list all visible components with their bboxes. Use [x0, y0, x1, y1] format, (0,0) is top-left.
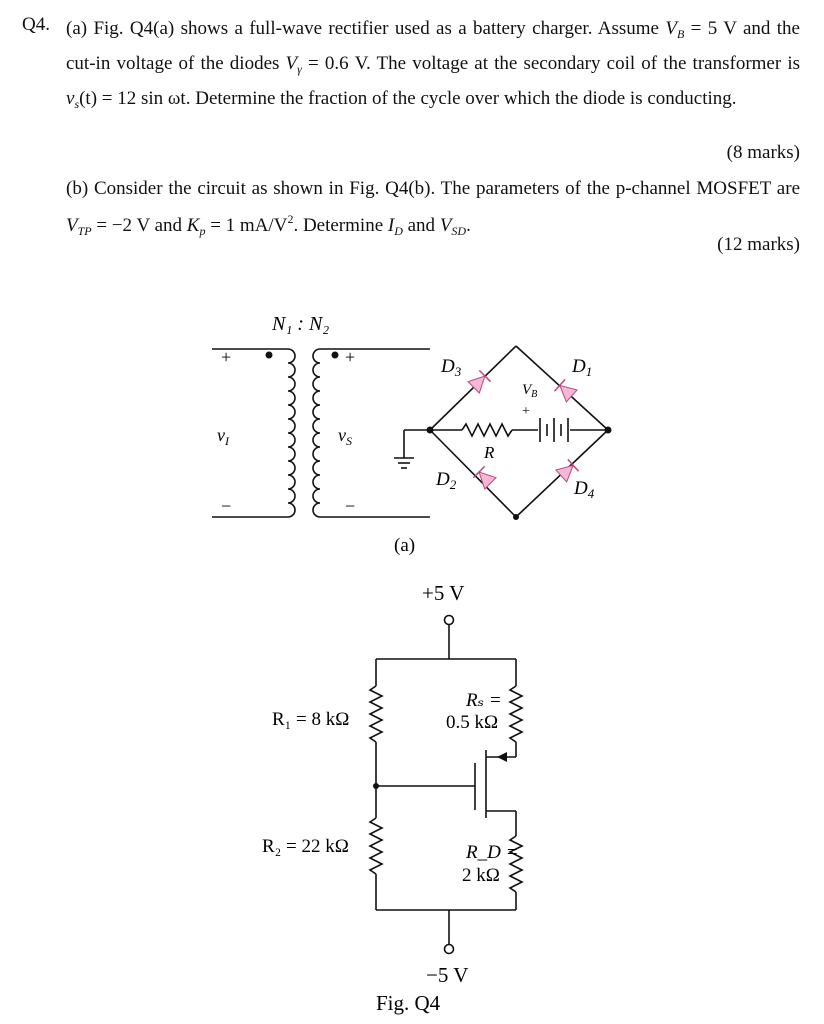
node-left [426, 426, 434, 434]
primary-coil [212, 348, 296, 518]
secondary-dot [331, 351, 339, 359]
vtp-value: = −2 V and [91, 215, 187, 236]
r2-label: R₂ = 22 kΩ [262, 836, 349, 857]
part-b-text-2: . Determine [293, 215, 388, 236]
secondary-minus: − [345, 496, 355, 516]
primary-dot [265, 351, 273, 359]
part-a-text-2: . Determine the fraction of the cycle ov… [185, 88, 737, 109]
resistor-r1 [368, 685, 384, 743]
node-right [604, 426, 612, 434]
vplus-label: +5 V [422, 581, 464, 605]
transformer [212, 348, 430, 518]
vs-value: (t) = 12 sin ωt [79, 88, 186, 109]
part-b-label: (b) [66, 178, 89, 199]
turns-ratio-label: N₁ : N₂ [271, 313, 329, 335]
d2-label: D2 [435, 469, 457, 492]
part-a-label: (a) [66, 18, 88, 39]
resistor-r2 [368, 817, 384, 875]
part-b-end: . [466, 215, 471, 236]
d1-label: D1 [571, 356, 592, 379]
and-word: and [402, 215, 440, 236]
kp-sub: p [199, 224, 206, 238]
rd-label-2: 2 kΩ [462, 865, 500, 886]
d4-label: D4 [573, 478, 595, 501]
vgamma-sub: γ [297, 62, 302, 76]
part-b-text: (b) Consider the circuit as shown in Fig… [66, 174, 800, 246]
question-number: Q4. [22, 14, 50, 35]
resistor-r [461, 422, 513, 438]
part-a-text-1: Fig. Q4(a) shows a full-wave rectifier u… [93, 18, 666, 39]
node-bottom [513, 514, 519, 520]
vs-label: vS [338, 425, 352, 448]
battery-vb [539, 418, 569, 442]
gate-node [373, 783, 379, 789]
kp-value: = 1 mA/V [205, 215, 288, 236]
source-arrow [497, 752, 507, 762]
kp-symbol: K [186, 215, 200, 236]
bridge-wires [394, 345, 609, 518]
vgamma-symbol: V [285, 53, 298, 74]
part-b-text-1: Consider the circuit as shown in Fig. Q4… [93, 178, 800, 199]
id-sub: D [394, 224, 403, 238]
rd-label-1: R_D = [465, 842, 518, 863]
vb-label: VB [522, 382, 537, 400]
part-a-text: (a) Fig. Q4(a) shows a full-wave rectifi… [66, 14, 800, 119]
r1-label: R₁ = 8 kΩ [272, 709, 349, 730]
r-label: R [483, 443, 495, 462]
vminus-label: −5 V [426, 963, 468, 987]
kp-sup: 2 [287, 212, 294, 226]
fig-caption: Fig. Q4 [376, 991, 441, 1015]
d3-label: D3 [440, 356, 462, 379]
battery-plus: + [522, 404, 530, 419]
part-a-marks: (8 marks) [726, 142, 800, 163]
rs-label-1: Rₛ = [465, 690, 502, 711]
part-b-marks: (12 marks) [717, 234, 800, 255]
resistor-rd [508, 835, 524, 893]
rs-label-2: 0.5 kΩ [446, 712, 498, 733]
vb-symbol: V [665, 18, 677, 39]
vtp-sub: TP [77, 224, 92, 238]
resistor-rs [508, 685, 524, 743]
secondary-plus: + [345, 347, 355, 367]
fig-a-caption: (a) [394, 535, 415, 556]
vsd-sub: SD [451, 224, 467, 238]
primary-plus: + [221, 347, 231, 367]
vs-sub: s [74, 97, 80, 111]
vtp-symbol: V [66, 215, 78, 236]
vb-sub: B [676, 27, 685, 41]
id-symbol: I [387, 215, 395, 236]
vi-label: vI [217, 425, 230, 448]
vsd-symbol: V [439, 215, 452, 236]
fig-b-wires [368, 614, 524, 955]
secondary-coil [312, 348, 430, 518]
vs-symbol: v [66, 88, 75, 109]
primary-minus: − [221, 496, 231, 516]
vgamma-value: = 0.6 V. The voltage at the secondary co… [301, 53, 800, 74]
vb-value: = 5 V and the cut-in voltage of the diod… [66, 18, 800, 74]
